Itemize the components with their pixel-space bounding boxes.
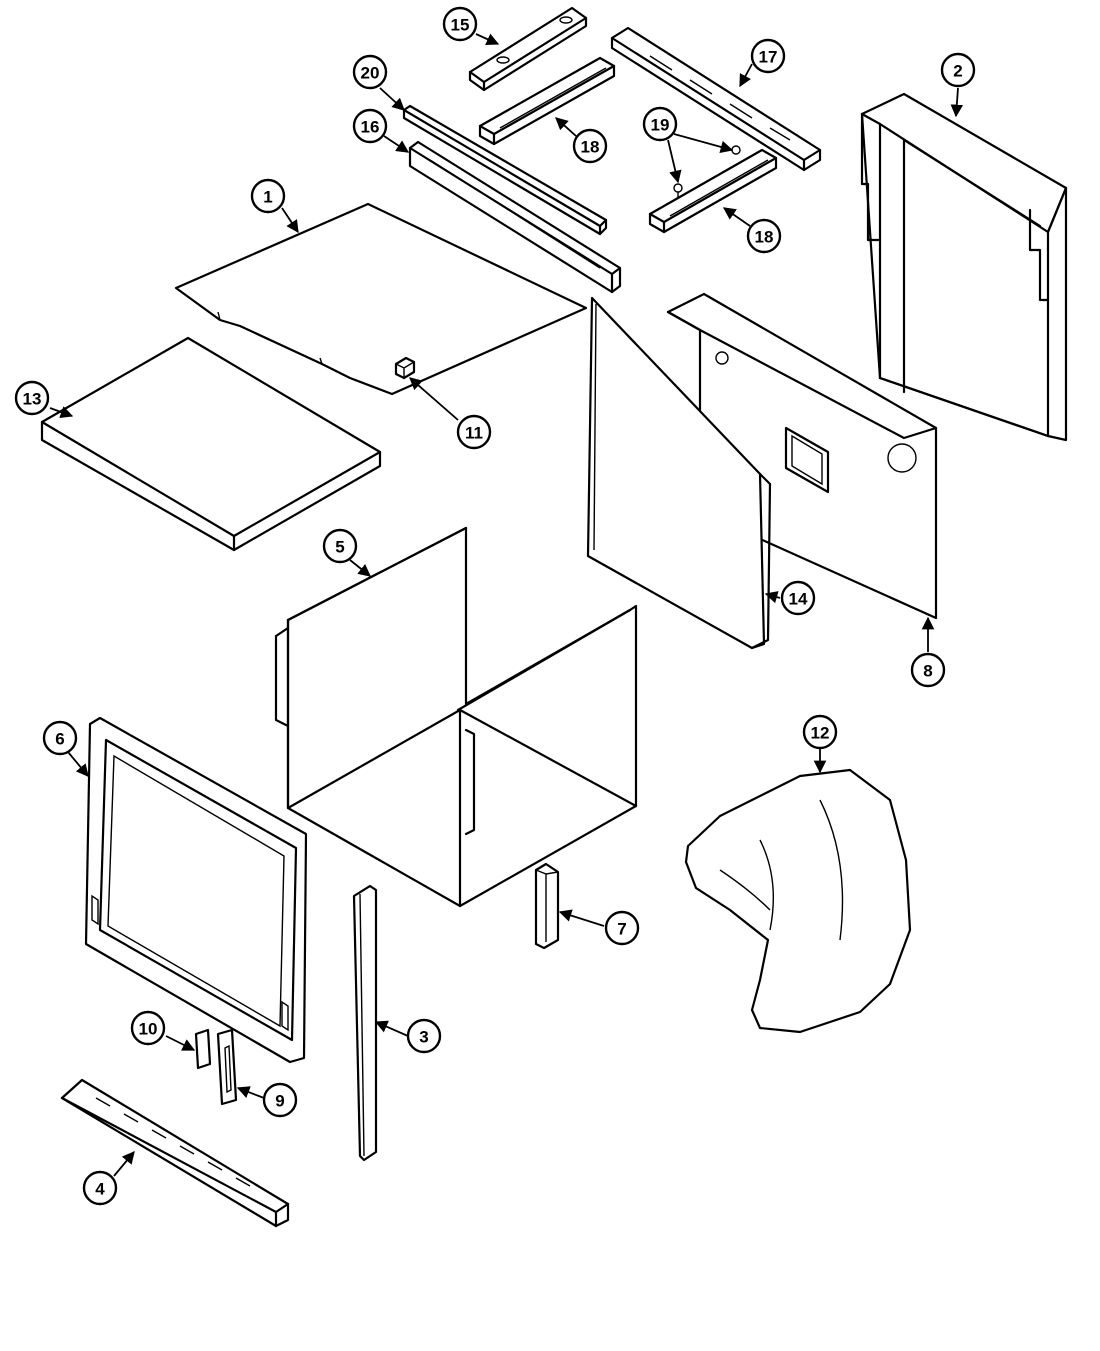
leader-16: [383, 135, 410, 153]
callout-1: 1: [250, 178, 286, 214]
callout-16-label: 16: [361, 118, 380, 137]
part-14-insulation-blanket: [586, 296, 772, 650]
part-1-top-sheet: [174, 202, 588, 396]
leader-3: [374, 1020, 409, 1037]
leader-18b: [722, 207, 751, 227]
leader-15: [475, 33, 500, 46]
leader-18a: [555, 117, 577, 137]
leader-14: [764, 591, 781, 604]
leader-4: [113, 1151, 135, 1177]
callout-7: 7: [604, 910, 640, 946]
leader-lines: [49, 33, 964, 1177]
part-10-tab: [194, 1028, 212, 1070]
leader-10: [165, 1035, 196, 1051]
callout-3-label: 3: [419, 1028, 428, 1047]
callout-18a-label: 18: [581, 138, 600, 157]
callout-9: 9: [262, 1082, 298, 1118]
leader-20: [379, 87, 405, 111]
callout-10-label: 10: [139, 1020, 158, 1039]
callout-20-label: 20: [361, 64, 380, 83]
leader-19b: [667, 139, 682, 184]
callout-10: 10: [130, 1010, 166, 1046]
callout-8: 8: [910, 652, 946, 688]
callout-2: 2: [940, 52, 976, 88]
part-3-vertical-trim: [352, 884, 378, 1162]
callout-12-label: 12: [811, 724, 830, 743]
leader-11: [409, 377, 459, 421]
callout-14-label: 14: [789, 590, 808, 609]
callout-18b: 18: [746, 218, 782, 254]
leader-19a: [673, 133, 734, 154]
callout-2-label: 2: [953, 62, 962, 81]
leader-1: [281, 207, 299, 234]
callout-5-label: 5: [335, 538, 344, 557]
part-17-slotted-rail: [610, 26, 822, 172]
callout-20: 20: [352, 54, 388, 90]
callout-6: 6: [42, 720, 78, 756]
callout-12: 12: [802, 714, 838, 750]
callout-3: 3: [406, 1018, 442, 1054]
leader-6: [67, 751, 89, 777]
leader-2: [950, 87, 964, 118]
part-9-slotted-strip: [216, 1028, 238, 1106]
callout-8-label: 8: [923, 662, 932, 681]
part-2-frame: [860, 92, 1068, 442]
callout-19: 19: [642, 106, 678, 142]
callout-15-label: 15: [451, 16, 470, 35]
callout-11: 11: [456, 414, 492, 450]
part-20-flat-bar: [402, 104, 608, 236]
callout-1-label: 1: [263, 188, 272, 207]
leader-7: [558, 909, 605, 927]
part-7-small-channel: [534, 862, 560, 950]
leader-5: [349, 559, 371, 577]
part-12-insulation-wrap: [684, 768, 912, 1034]
callout-11-label: 11: [465, 424, 483, 443]
part-5-oven-body: [274, 526, 638, 908]
callout-18b-label: 18: [755, 228, 774, 247]
part-15-bracket: [468, 6, 588, 92]
leader-13: [49, 406, 74, 419]
callout-6-label: 6: [55, 730, 64, 749]
callout-17-label: 17: [759, 48, 778, 67]
callout-5: 5: [322, 528, 358, 564]
part-4-bottom-rail: [60, 1078, 290, 1228]
part-18-channel-upper: [478, 56, 616, 146]
callout-14: 14: [780, 580, 816, 616]
callout-7-label: 7: [617, 920, 626, 939]
part-6-front-frame: [84, 716, 308, 1064]
callout-4: 4: [82, 1170, 118, 1206]
callout-16: 16: [352, 108, 388, 144]
callout-13: 13: [14, 380, 50, 416]
callout-15: 15: [442, 6, 478, 42]
part-8-back-panel: [666, 292, 938, 620]
callout-13-label: 13: [23, 390, 42, 409]
callout-18a: 18: [572, 128, 608, 164]
part-11-clip: [394, 356, 416, 380]
part-13-insulation-pad: [40, 336, 382, 552]
leader-9: [236, 1086, 265, 1099]
callout-19-label: 19: [651, 116, 670, 135]
callout-4-label: 4: [95, 1180, 105, 1199]
callout-17: 17: [750, 38, 786, 74]
callout-9-label: 9: [275, 1092, 284, 1111]
part-18-channel-lower: [648, 148, 778, 234]
part-16-angle-rail: [408, 140, 622, 294]
leader-17: [739, 63, 753, 88]
